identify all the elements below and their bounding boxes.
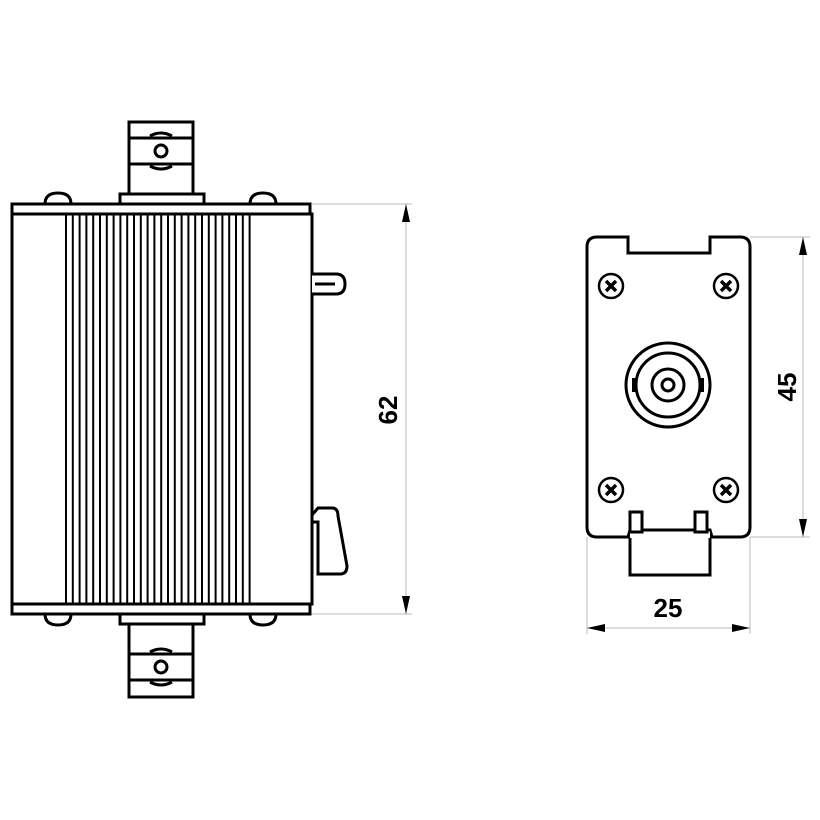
dimension-label-62: 62: [373, 396, 403, 425]
screw-icon: [597, 272, 625, 300]
bnc-socket: [624, 341, 712, 429]
front-panel: [585, 235, 752, 539]
top-bnc-connector: [118, 120, 206, 206]
side-pin: [312, 272, 347, 296]
panel-screws: [597, 272, 740, 504]
bottom-bnc-connector: [118, 612, 206, 699]
heat-sink-fins: [65, 214, 251, 604]
screw-icon: [712, 476, 740, 504]
dimension-45: [750, 236, 810, 538]
din-rail-clip: [310, 506, 349, 576]
screw-heads: [43, 191, 278, 627]
screw-icon: [597, 476, 625, 504]
dimension-label-25: 25: [654, 593, 683, 623]
enclosure-body: [10, 202, 314, 616]
dimension-label-45: 45: [772, 373, 802, 402]
side-view: 62: [10, 120, 412, 699]
screw-icon: [712, 272, 740, 300]
front-view: 45 25: [585, 235, 810, 634]
dimension-62: [312, 203, 412, 615]
dimension-25: [586, 537, 751, 634]
